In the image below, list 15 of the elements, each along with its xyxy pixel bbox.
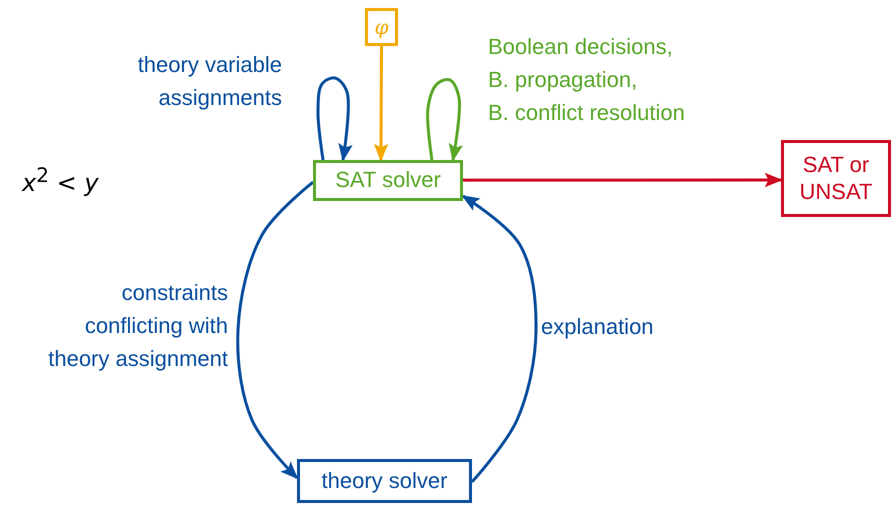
formula-label: x$^{2}$ < y bbox=[22, 163, 99, 197]
arrow bbox=[426, 78, 463, 162]
process-box bbox=[781, 140, 891, 217]
node-label: φ bbox=[374, 15, 388, 39]
arrow bbox=[236, 180, 314, 480]
arrow bbox=[463, 172, 783, 188]
process-box bbox=[365, 8, 398, 46]
arrow bbox=[316, 76, 353, 162]
node-label: SAT solver bbox=[335, 167, 441, 194]
arrow bbox=[461, 194, 538, 483]
node-label: SAT or UNSAT bbox=[798, 152, 874, 205]
process-box bbox=[313, 160, 463, 201]
node-label: theory solver bbox=[322, 468, 448, 494]
process-box bbox=[297, 459, 472, 503]
arrow bbox=[374, 46, 388, 162]
